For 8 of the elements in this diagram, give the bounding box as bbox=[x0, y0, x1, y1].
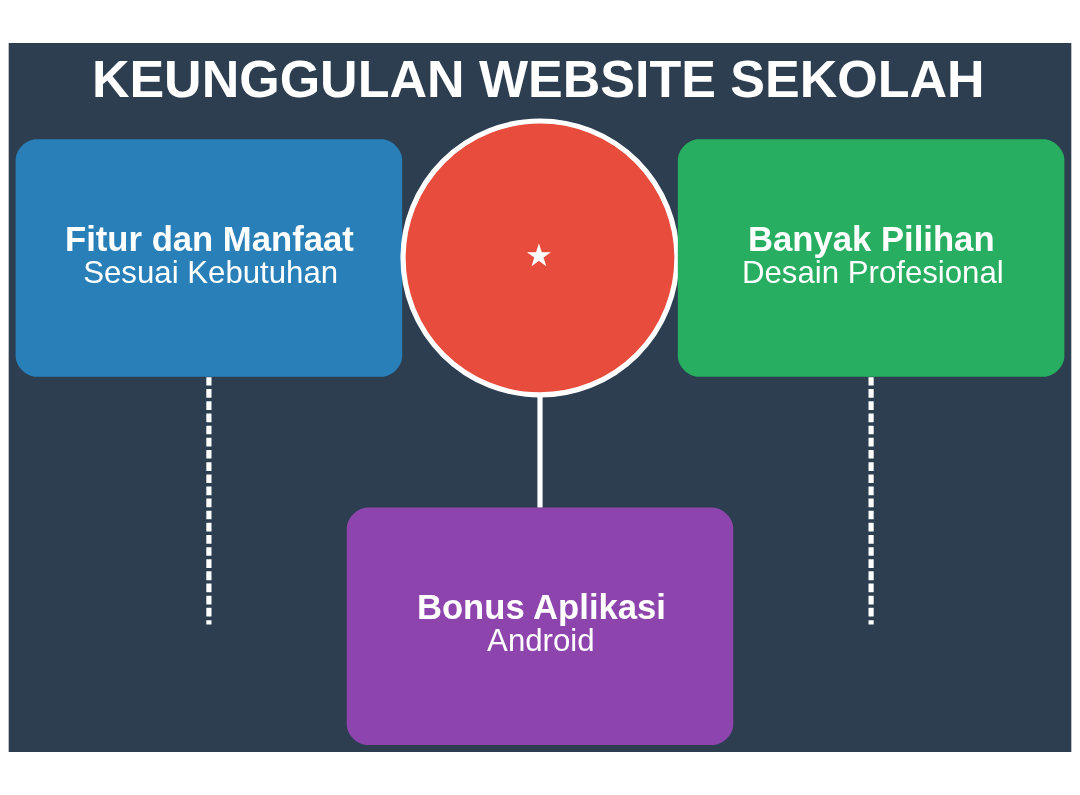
node-box: Banyak Pilihan Desain Profesional bbox=[677, 139, 1065, 377]
node-box: Fitur dan Manfaat Sesuai Kebutuhan bbox=[15, 139, 403, 377]
diagram-title: KEUNGGULAN WEBSITE SEKOLAH bbox=[91, 49, 985, 108]
connector bbox=[868, 377, 874, 625]
node-box: Bonus Aplikasi Android bbox=[346, 507, 734, 746]
node-circle: ★ bbox=[400, 118, 680, 398]
connector bbox=[206, 377, 212, 625]
connector bbox=[537, 395, 543, 508]
